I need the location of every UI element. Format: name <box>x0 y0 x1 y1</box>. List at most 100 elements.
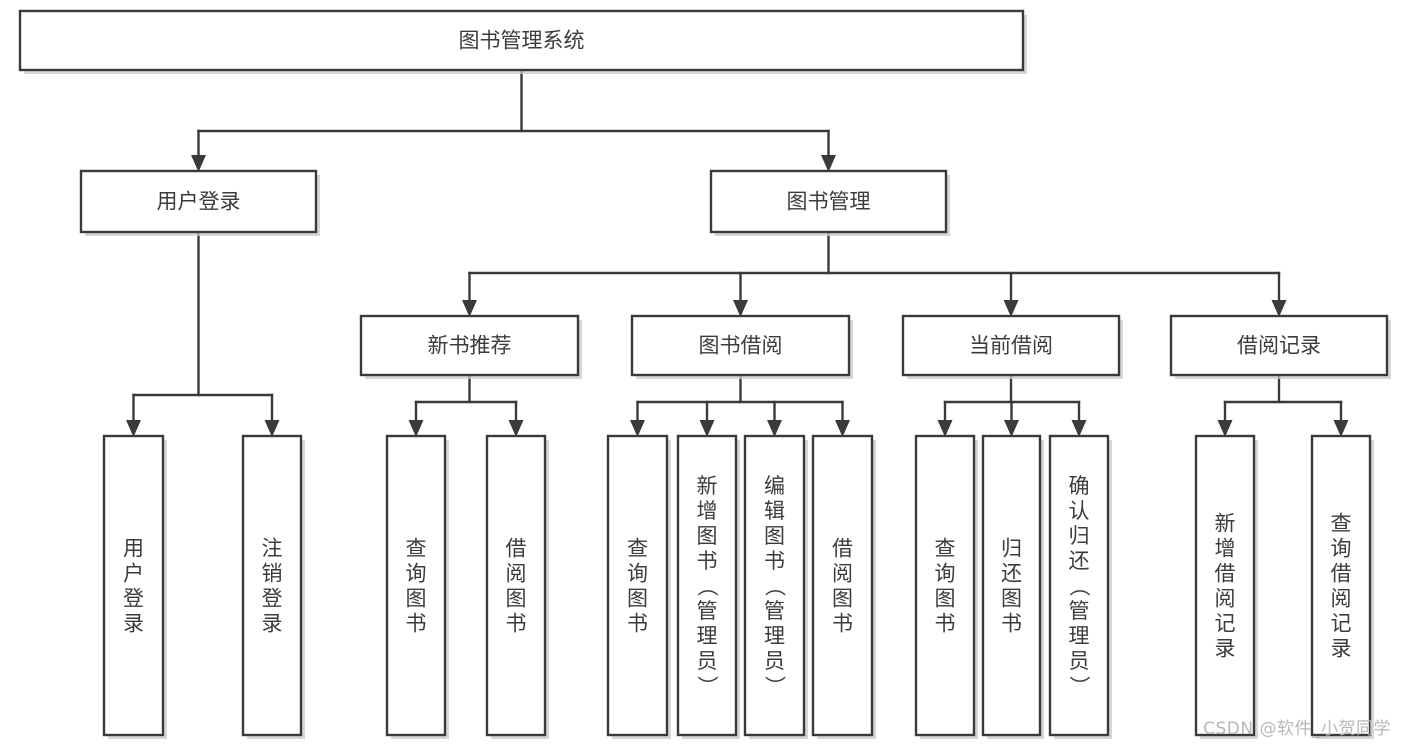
svg-text:图: 图 <box>697 524 718 548</box>
svg-text:用: 用 <box>123 537 144 561</box>
node-leaf[interactable] <box>743 434 806 737</box>
svg-text:记: 记 <box>1215 612 1236 636</box>
arrow-head-icon <box>1003 300 1019 317</box>
node-level3[interactable] <box>359 314 580 377</box>
node-level3[interactable] <box>901 314 1121 377</box>
node-label: 图书管理系统 <box>459 29 585 53</box>
arrow-head-icon <box>408 420 424 437</box>
node-leaf[interactable] <box>606 434 669 737</box>
node-level2[interactable] <box>709 169 948 234</box>
svg-text:图: 图 <box>764 524 785 548</box>
svg-text:）: ） <box>695 676 719 697</box>
svg-text:（: （ <box>695 576 719 597</box>
arrow-head-icon <box>1271 300 1287 317</box>
node-label: 借阅记录 <box>1237 334 1321 358</box>
arrow-head-icon <box>264 420 280 437</box>
node-level2[interactable] <box>79 169 318 234</box>
node-level3[interactable] <box>630 314 851 377</box>
watermark-text: CSDN @软件_小贺同学 <box>1203 719 1391 739</box>
arrow-head-icon <box>733 300 748 317</box>
svg-text:录: 录 <box>262 612 283 636</box>
svg-text:编: 编 <box>764 474 785 498</box>
arrow-head-icon <box>835 420 850 437</box>
svg-text:借: 借 <box>832 537 853 561</box>
arrow-head-icon <box>767 420 782 437</box>
node-label: 图书借阅 <box>699 334 783 358</box>
svg-text:书: 书 <box>506 612 527 636</box>
node-level3[interactable] <box>1169 314 1389 377</box>
node-leaf[interactable] <box>385 434 447 737</box>
svg-text:书: 书 <box>764 549 785 573</box>
svg-text:）: ） <box>763 676 787 697</box>
svg-text:员: 员 <box>1069 649 1090 673</box>
svg-text:询: 询 <box>1331 537 1352 561</box>
svg-text:录: 录 <box>123 612 144 636</box>
svg-text:）: ） <box>1067 676 1091 697</box>
svg-text:确: 确 <box>1069 474 1090 498</box>
node-leaf[interactable] <box>485 434 547 737</box>
svg-text:询: 询 <box>406 562 427 586</box>
svg-text:理: 理 <box>697 624 718 648</box>
svg-text:登: 登 <box>123 587 144 611</box>
svg-text:还: 还 <box>1069 549 1090 573</box>
svg-text:图: 图 <box>935 587 956 611</box>
node-label: 当前借阅 <box>969 334 1053 358</box>
svg-text:录: 录 <box>1331 637 1352 661</box>
node-leaf[interactable] <box>102 434 165 737</box>
svg-text:图: 图 <box>832 587 853 611</box>
svg-text:理: 理 <box>764 624 785 648</box>
svg-text:图: 图 <box>506 587 527 611</box>
svg-text:归: 归 <box>1069 524 1090 548</box>
svg-text:阅: 阅 <box>1331 587 1352 611</box>
arrow-head-icon <box>191 155 206 172</box>
svg-text:查: 查 <box>406 537 427 561</box>
svg-text:图: 图 <box>627 587 648 611</box>
arrow-head-icon <box>462 300 477 317</box>
svg-text:户: 户 <box>123 562 144 586</box>
arrow-head-icon <box>1333 420 1349 437</box>
svg-text:辑: 辑 <box>764 499 785 523</box>
node-leaf[interactable] <box>241 434 303 737</box>
node-root-图书管理系统[interactable] <box>18 9 1025 72</box>
svg-text:归: 归 <box>1001 537 1022 561</box>
svg-text:阅: 阅 <box>832 562 853 586</box>
svg-text:询: 询 <box>935 562 956 586</box>
svg-text:还: 还 <box>1001 562 1022 586</box>
svg-text:管: 管 <box>764 599 785 623</box>
svg-text:（: （ <box>1067 576 1091 597</box>
arrow-head-icon <box>1217 420 1233 437</box>
node-leaf[interactable] <box>1194 434 1256 737</box>
node-leaf[interactable] <box>914 434 976 737</box>
arrow-head-icon <box>630 420 645 437</box>
node-leaf[interactable] <box>811 434 874 737</box>
svg-text:记: 记 <box>1331 612 1352 636</box>
svg-text:图: 图 <box>406 587 427 611</box>
arrow-head-icon <box>126 420 141 437</box>
arrow-head-icon <box>821 155 836 172</box>
node-boxes <box>18 9 1391 739</box>
svg-text:书: 书 <box>406 612 427 636</box>
svg-text:员: 员 <box>764 649 785 673</box>
node-label: 新书推荐 <box>428 334 512 358</box>
svg-text:书: 书 <box>832 612 853 636</box>
connector-lines <box>126 68 1349 437</box>
node-label-vertical: 用户登录 <box>123 537 144 636</box>
svg-text:新: 新 <box>697 474 718 498</box>
svg-text:查: 查 <box>627 537 648 561</box>
node-leaf[interactable] <box>981 434 1042 737</box>
arrow-head-icon <box>937 420 953 437</box>
svg-text:书: 书 <box>697 549 718 573</box>
node-leaf[interactable] <box>1048 434 1110 737</box>
node-leaf[interactable] <box>676 434 738 737</box>
svg-text:询: 询 <box>627 562 648 586</box>
node-leaf[interactable] <box>1310 434 1372 737</box>
